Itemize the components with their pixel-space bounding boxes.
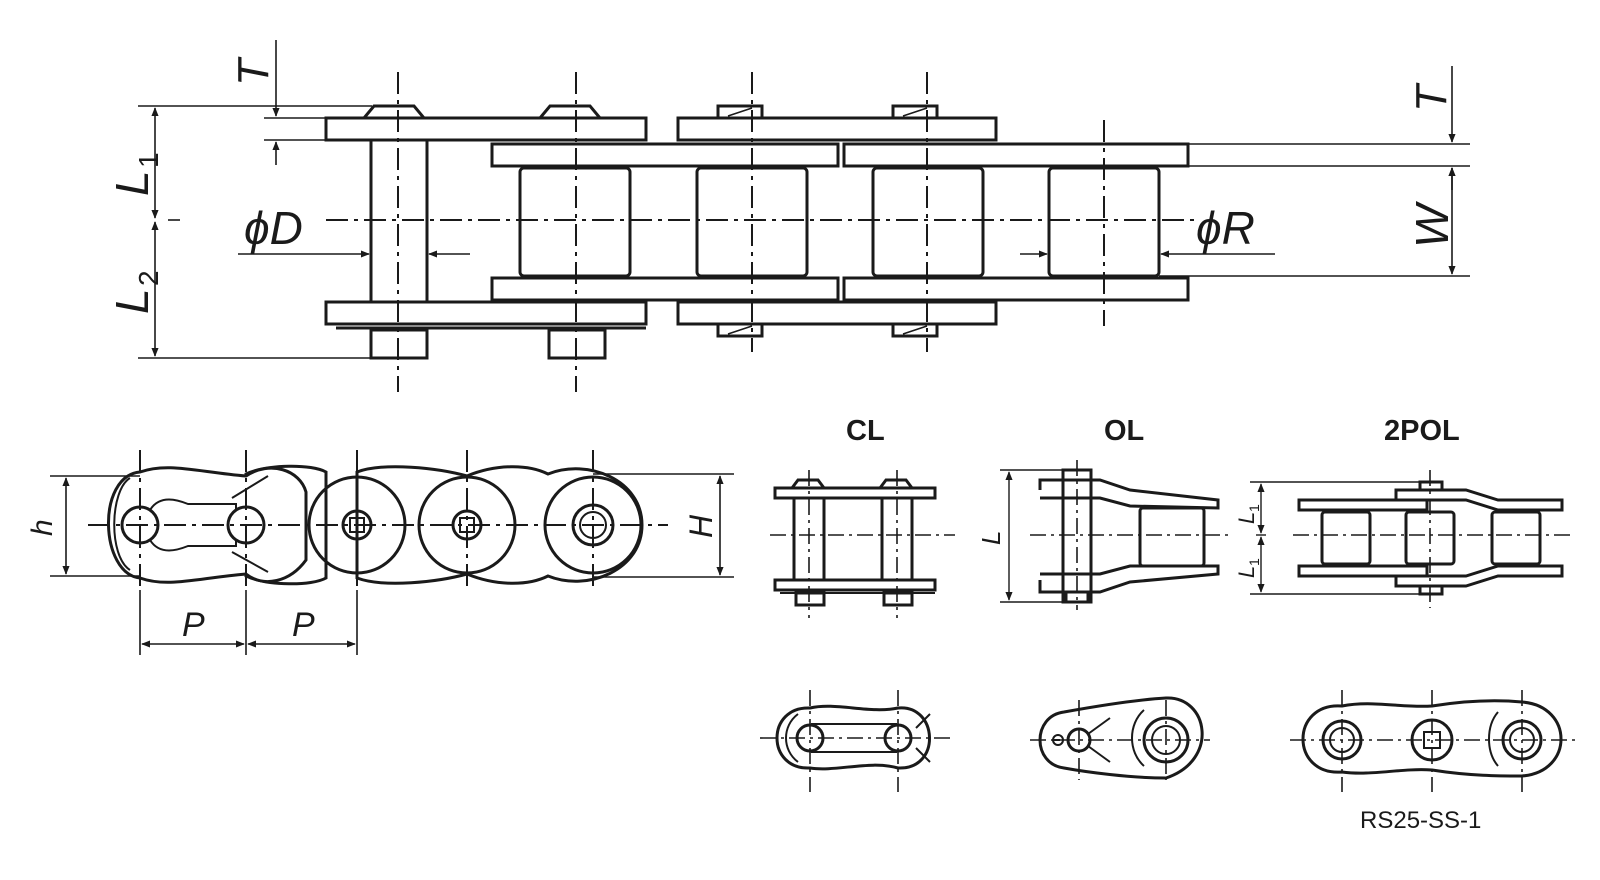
inner-plate-top: [490, 142, 840, 168]
slot: [149, 498, 237, 552]
outer-plate-top: [324, 116, 648, 142]
svg-text:L: L: [106, 170, 158, 196]
pin-end-bottom: [716, 322, 764, 338]
pin-head-top: [536, 104, 604, 120]
svg-text:1: 1: [133, 152, 164, 168]
dim-L2: L 2: [106, 270, 164, 314]
dim-phiD: ϕD: [244, 202, 303, 254]
roller: [1047, 166, 1161, 278]
dim-T-right: T: [1407, 82, 1456, 112]
dim-P: P: [292, 606, 315, 644]
dim-T-left: T: [229, 56, 278, 86]
outer-plate-top: [676, 116, 998, 142]
ol-side-view: [1038, 696, 1204, 780]
labels: T L 1 L 2 ϕD ϕR T W h H P P CL OL 2POL L…: [26, 56, 1481, 834]
pin-end-bottom: [891, 322, 939, 338]
outer-plate-bottom: [676, 300, 998, 326]
inner-plate-top: [842, 142, 1190, 168]
svg-text:1: 1: [1246, 504, 1262, 512]
roller: [518, 166, 632, 278]
dim-L1-2pol-lower: L 1: [1234, 558, 1262, 578]
dim-L1: L 1: [106, 152, 164, 196]
dim-H: H: [683, 514, 719, 538]
dim-L1-2pol-upper: L 1: [1234, 504, 1262, 524]
center-lines-side: [88, 450, 668, 590]
svg-text:2: 2: [133, 270, 164, 286]
pin-head-top: [360, 104, 428, 120]
dim-P: P: [182, 606, 205, 644]
chain-top-view: [324, 104, 1190, 360]
dim-W: W: [1406, 200, 1458, 248]
inner-plate-bottom: [842, 276, 1190, 302]
dimensions-top: [138, 40, 1470, 359]
center-lines-top: [326, 72, 1200, 392]
cl-top-view: [773, 478, 937, 607]
roller: [695, 166, 809, 278]
model-number: RS25-SS-1: [1360, 807, 1481, 834]
label-OL: OL: [1104, 415, 1144, 447]
dimensions-side: [50, 473, 734, 655]
ol-top-view: [1038, 468, 1220, 604]
dim-L-ol: L: [976, 531, 1006, 545]
dim-phiR: ϕR: [1196, 202, 1255, 254]
center-lines-small: [760, 460, 1575, 792]
dim-h: h: [26, 519, 59, 536]
svg-text:L: L: [106, 288, 158, 314]
dimensions-small: [1000, 469, 1420, 603]
roller: [871, 166, 985, 278]
label-CL: CL: [846, 415, 885, 447]
svg-text:L: L: [1234, 512, 1259, 524]
svg-text:1: 1: [1246, 558, 1262, 566]
svg-text:L: L: [1234, 566, 1259, 578]
inner-plate-bottom: [490, 276, 840, 302]
outer-plate-bottom: [324, 300, 648, 326]
label-2POL: 2POL: [1384, 415, 1460, 447]
